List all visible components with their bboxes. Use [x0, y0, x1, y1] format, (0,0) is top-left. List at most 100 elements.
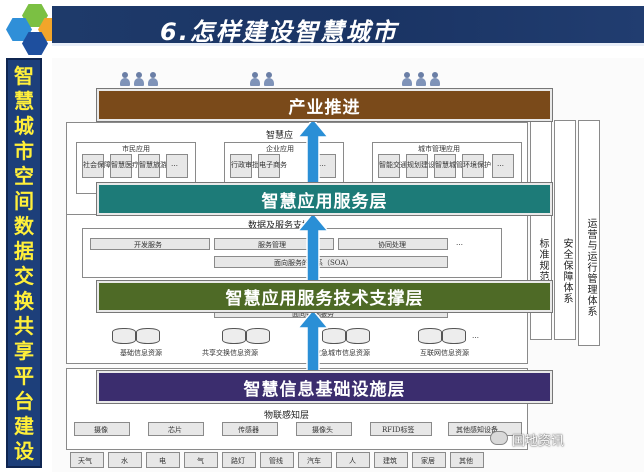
hex-logo-blue — [6, 18, 32, 41]
bottom-item-label: 路灯 — [231, 457, 245, 465]
bottom-item-label: 人 — [349, 457, 356, 465]
sensor-label: 其他感知设备 — [456, 426, 498, 434]
sensor-label: 摄像 — [94, 426, 108, 434]
bottom-item-label: 电 — [159, 457, 166, 465]
bottom-item — [412, 452, 446, 468]
enterprise-app-label: 企业应用 — [266, 145, 294, 153]
citizen-app-label: 市民应用 — [122, 145, 150, 153]
bottom-item — [374, 452, 408, 468]
database-icon — [112, 328, 136, 344]
app-item-label: 社会保障 — [83, 161, 111, 169]
service-mgmt-label: 服务管理 — [258, 241, 286, 249]
user-icon — [120, 72, 130, 86]
user-icon — [148, 72, 158, 86]
app-item-label: 智能交通 — [379, 161, 407, 169]
app-item — [230, 154, 252, 178]
bottom-item-label: 天气 — [78, 457, 92, 465]
header: 6.怎样建设智慧城市 — [0, 0, 644, 55]
bottom-item-label: 家居 — [421, 457, 435, 465]
app-item-label: 智慧医疗 — [111, 161, 139, 169]
left-title-bar: 智慧城市空间数据交换共享平台建设 — [6, 58, 42, 468]
app-item-label: 规划建设 — [407, 161, 435, 169]
iot-label: 物联感知层 — [264, 411, 310, 421]
page-title: 6.怎样建设智慧城市 — [160, 18, 398, 46]
app-item — [110, 154, 132, 178]
app-item — [138, 154, 160, 178]
hex-logo-green — [22, 4, 48, 27]
user-icon — [250, 72, 260, 86]
bottom-item-label: 水 — [121, 457, 128, 465]
sensor-box — [370, 422, 432, 436]
app-item-label: 环境保护 — [463, 161, 491, 169]
app-item-label: 电子商务 — [259, 161, 287, 169]
watermark: 国地资讯 — [512, 434, 565, 449]
sensor-label: 传感器 — [238, 426, 259, 434]
app-item — [166, 154, 188, 178]
app-item-label: … — [171, 160, 178, 168]
app-item-label: … — [319, 160, 326, 168]
db-label: 应急城市信息资源 — [314, 349, 370, 357]
wechat-icon — [490, 431, 508, 445]
database-icon — [418, 328, 442, 344]
service-row-box — [82, 228, 502, 278]
bottom-item-label: 气 — [197, 457, 204, 465]
app-item-label: 智慧城管 — [435, 161, 463, 169]
sensor-box — [148, 422, 204, 436]
bottom-item — [298, 452, 332, 468]
app-item-label: 智慧旅游 — [139, 161, 167, 169]
database-icon — [322, 328, 346, 344]
app-service-layer-banner: 智慧应用服务层 — [97, 183, 552, 215]
user-icon — [416, 72, 426, 86]
sensor-box — [296, 422, 352, 436]
dev-service-box — [90, 238, 210, 250]
app-item — [378, 154, 400, 178]
database-icon — [246, 328, 270, 344]
bottom-item — [70, 452, 104, 468]
header-band — [52, 6, 644, 46]
soa-box — [214, 256, 448, 268]
bottom-item — [184, 452, 218, 468]
data-service-title: 数据及服务支撑层 — [248, 221, 321, 231]
sensor-label: 芯片 — [168, 426, 182, 434]
industry-layer-banner: 产业推进 — [97, 89, 552, 121]
bottom-item — [108, 452, 142, 468]
standard-label: 标准规范 — [537, 238, 548, 282]
app-item — [258, 154, 280, 178]
app-item-label: 行政审批 — [231, 161, 259, 169]
left-title-text: 智慧城市空间数据交换共享平台建设 — [14, 64, 34, 463]
security-label: 安全保障体系 — [561, 238, 572, 304]
operation-column — [578, 120, 600, 346]
app-item — [82, 154, 104, 178]
app-item — [492, 154, 514, 178]
dev-service-label: 开发服务 — [134, 241, 162, 249]
more-ellipsis: … — [472, 332, 479, 340]
bottom-item — [336, 452, 370, 468]
infrastructure-layer-banner: 智慧信息基础设施层 — [97, 371, 552, 403]
bottom-item-label: 汽车 — [307, 457, 321, 465]
collab-box — [338, 238, 448, 250]
user-icon — [402, 72, 412, 86]
bottom-item — [146, 452, 180, 468]
db-label: 共享交换信息资源 — [202, 349, 258, 357]
database-icon — [222, 328, 246, 344]
db-label: 互联网信息资源 — [420, 349, 469, 357]
user-icon — [264, 72, 274, 86]
bottom-item — [222, 452, 256, 468]
bottom-item-label: 管线 — [269, 457, 283, 465]
city-app-label: 城市管理应用 — [418, 145, 460, 153]
app-support-layer-banner: 智慧应用服务技术支撑层 — [97, 281, 552, 312]
security-column — [554, 120, 576, 340]
up-arrow-icon — [298, 310, 328, 373]
sensor-label: RFID标签 — [382, 426, 415, 434]
user-icon — [134, 72, 144, 86]
service-mgmt-box — [214, 238, 334, 250]
bottom-item-label: 建筑 — [383, 457, 397, 465]
db-label: 基础信息资源 — [120, 349, 162, 357]
app-item — [434, 154, 456, 178]
sensor-box — [74, 422, 130, 436]
database-icon — [442, 328, 466, 344]
user-icon — [430, 72, 440, 86]
bottom-item — [450, 452, 484, 468]
bottom-item-label: 其他 — [459, 457, 473, 465]
up-arrow-icon — [298, 119, 328, 185]
